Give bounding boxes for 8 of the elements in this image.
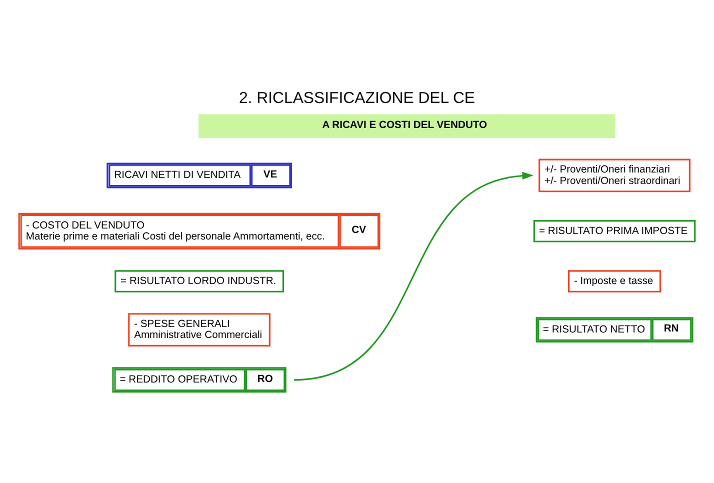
node-box: A RICAVI E COSTI DEL VENDUTO (198, 114, 616, 138)
node-box: = RISULTATO PRIMA IMPOSTE (533, 220, 696, 242)
node-box: +/- Proventi/Oneri finanziari +/- Proventi/Oneri straordinari (538, 158, 690, 192)
node-box: = RISULTATO LORDO INDUSTR. (114, 270, 284, 292)
diagram-title: 2. RICLASSIFICAZIONE DEL CE (238, 90, 476, 108)
node-box: - Imposte e tasse (568, 270, 662, 292)
node-box: - SPESE GENERALI Amministrative Commerciali (128, 313, 270, 346)
arrow (294, 172, 534, 381)
